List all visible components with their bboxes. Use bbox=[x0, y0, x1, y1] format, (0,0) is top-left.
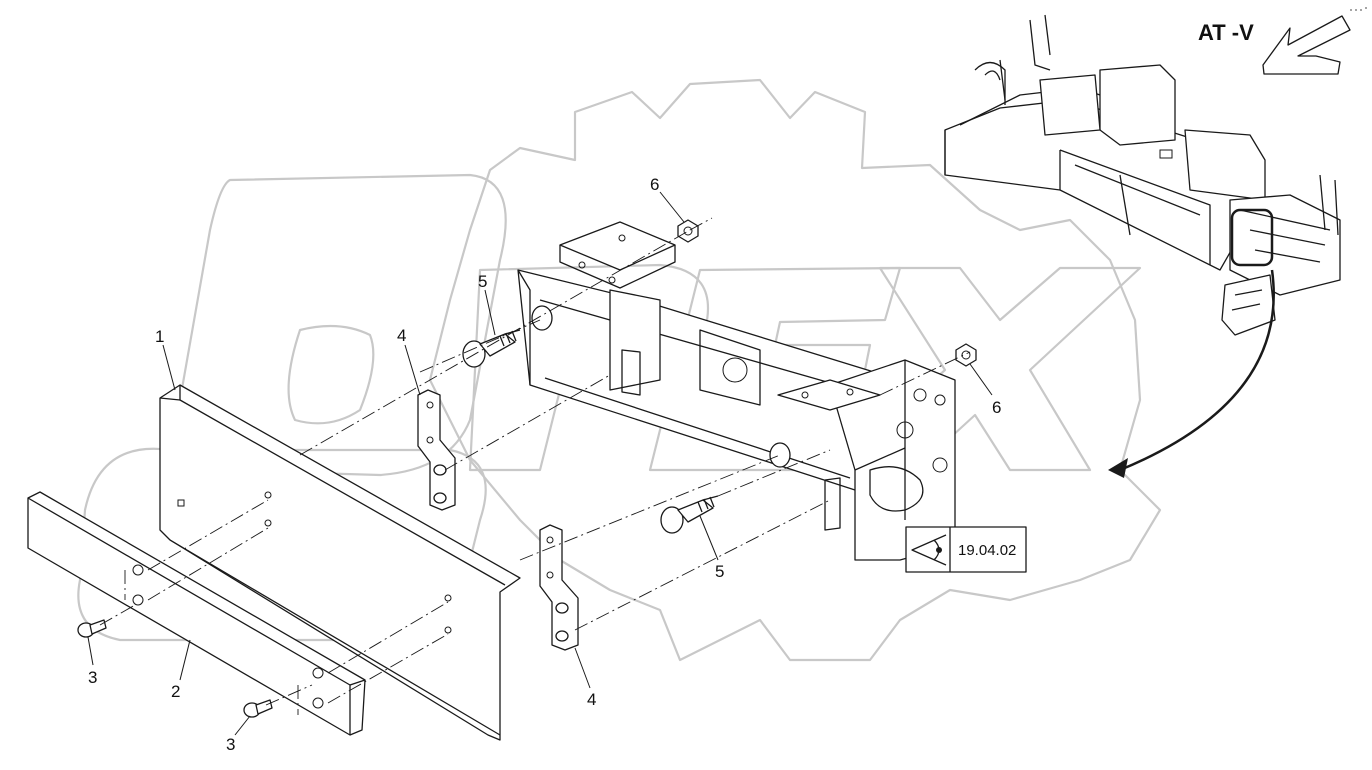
part-6-nut-lower bbox=[955, 343, 977, 367]
callout-1: 1 bbox=[155, 327, 164, 346]
main-frame bbox=[517, 221, 956, 561]
callout-3-left: 3 bbox=[88, 668, 97, 687]
part-3-screw-right bbox=[243, 699, 273, 718]
leader-lines bbox=[87, 191, 993, 736]
part-4-bracket-left bbox=[417, 389, 456, 511]
view-direction-arrow-icon bbox=[1262, 15, 1351, 75]
reference-box[interactable]: 19.04.02 bbox=[905, 526, 1027, 573]
part-2-front-strip bbox=[27, 491, 366, 736]
view-indicator: AT -V bbox=[1198, 15, 1351, 75]
eye-icon bbox=[911, 534, 947, 566]
assembly-centerlines bbox=[99, 217, 971, 715]
part-1-deflector-plate bbox=[159, 384, 521, 741]
reference-code: 19.04.02 bbox=[958, 542, 1016, 559]
callout-3-right: 3 bbox=[226, 735, 235, 754]
part-6-nut-upper bbox=[677, 219, 699, 243]
part-5-pin-upper bbox=[462, 329, 521, 368]
location-arrow-icon bbox=[1108, 269, 1275, 478]
part-5-pin-lower bbox=[660, 495, 719, 534]
machine-overview bbox=[944, 14, 1341, 336]
corner-marks bbox=[1350, 7, 1367, 11]
callout-6-lower: 6 bbox=[992, 398, 1001, 417]
callout-4-upper: 4 bbox=[397, 326, 406, 345]
callout-4-lower: 4 bbox=[587, 690, 596, 709]
callout-5-lower: 5 bbox=[715, 562, 724, 581]
part-4-bracket-right bbox=[539, 524, 579, 651]
callout-2: 2 bbox=[171, 682, 180, 701]
view-label: AT -V bbox=[1198, 20, 1254, 45]
callouts: 1 2 3 3 4 4 5 5 6 6 bbox=[88, 175, 1001, 754]
callout-5-upper: 5 bbox=[478, 272, 487, 291]
callout-6-upper: 6 bbox=[650, 175, 659, 194]
